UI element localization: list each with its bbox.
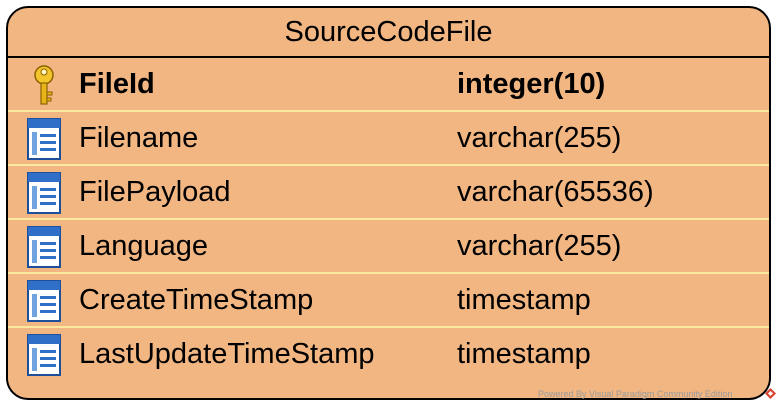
column-name: LastUpdateTimeStamp (79, 338, 375, 370)
column-name: Filename (79, 122, 199, 154)
column-type: varchar(255) (457, 122, 622, 154)
visual-paradigm-logo-icon (765, 388, 776, 399)
column-name: FileId (79, 68, 155, 100)
column-row[interactable]: FileId integer(10) (8, 58, 769, 112)
column-icon (27, 172, 61, 214)
column-type: integer(10) (457, 68, 606, 100)
column-row[interactable]: FilePayload varchar(65536) (8, 166, 769, 220)
column-name: Language (79, 230, 209, 262)
column-row[interactable]: Language varchar(255) (8, 220, 769, 274)
column-type: varchar(255) (457, 230, 622, 262)
watermark-text: Powered By Visual Paradigm Community Edi… (538, 389, 733, 399)
entity-box[interactable]: SourceCodeFile FileId integer(10) Filena… (6, 6, 771, 400)
column-row[interactable]: CreateTimeStamp timestamp (8, 274, 769, 328)
column-icon (27, 280, 61, 322)
column-name: CreateTimeStamp (79, 284, 314, 316)
column-type: timestamp (457, 338, 591, 370)
column-icon (27, 226, 61, 268)
column-icon (27, 118, 61, 160)
column-row[interactable]: LastUpdateTimeStamp timestamp (8, 328, 769, 380)
column-row[interactable]: Filename varchar(255) (8, 112, 769, 166)
column-name: FilePayload (79, 176, 231, 208)
column-type: varchar(65536) (457, 176, 654, 208)
column-icon (27, 334, 61, 376)
key-icon (34, 65, 54, 105)
entity-title: SourceCodeFile (8, 8, 769, 58)
column-type: timestamp (457, 284, 591, 316)
